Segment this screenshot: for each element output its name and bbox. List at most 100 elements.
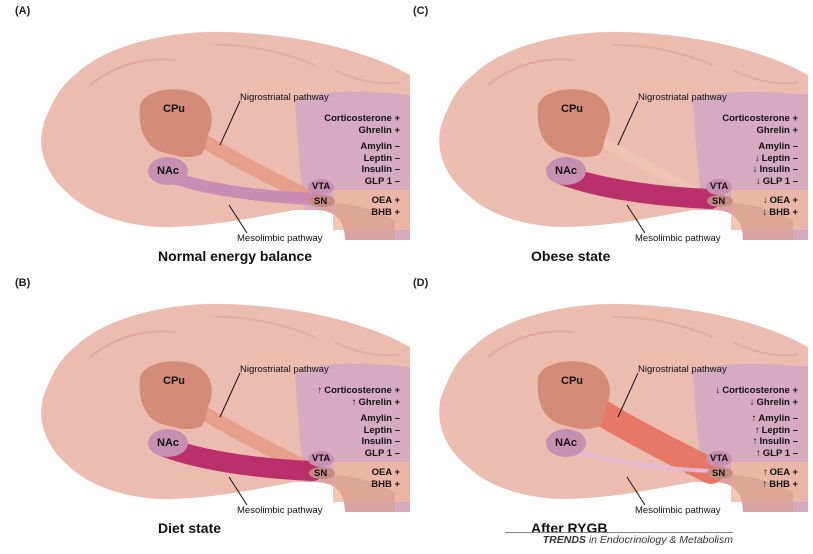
mesolimbic-label: Mesolimbic pathway: [237, 233, 323, 244]
hormone-text: Corticosterone +: [324, 113, 400, 124]
up-arrow-icon: ↑: [317, 385, 323, 396]
up-arrow-icon: ↑: [762, 467, 768, 478]
hormone-text: Leptin –: [363, 152, 400, 164]
sn-region: [309, 467, 335, 479]
hormone-text: Amylin –: [758, 413, 798, 424]
hormone-text: Ghrelin +: [358, 124, 400, 136]
metabolite-list: ↑OEA +↑BHB +: [762, 467, 798, 490]
hormone-text: Insulin –: [361, 164, 400, 175]
sn-label: SN: [712, 468, 726, 479]
brainstem: [713, 203, 793, 240]
sn-label: SN: [712, 196, 726, 207]
hormone-text: Leptin –: [761, 424, 798, 436]
hormone-item: ↑Insulin –: [715, 436, 798, 448]
metabolite-list: ↓OEA +↓BHB +: [762, 195, 798, 218]
metabolite-item: OEA +: [369, 467, 400, 479]
cpu-label: CPu: [561, 375, 583, 387]
nigro-label-line: [219, 372, 241, 418]
metabolite-item: ↓OEA +: [762, 195, 798, 207]
cpu-region: [537, 361, 610, 430]
cpu-region: [139, 89, 212, 158]
cpu-region: [537, 89, 610, 158]
hormone-text: Amylin –: [360, 413, 400, 424]
hormone-text: GLP 1 –: [762, 447, 798, 459]
hormone-item: Insulin –: [322, 164, 400, 176]
nac-label: NAc: [555, 437, 578, 449]
hormone-list: ↓Corticosterone +↓Ghrelin +↑Amylin –↑Lep…: [715, 385, 798, 459]
meso-label-line: [626, 204, 646, 234]
hormone-text: Ghrelin +: [358, 396, 400, 408]
nigrostriatal-label: Nigrostriatal pathway: [240, 92, 329, 103]
nac-region: [546, 429, 586, 457]
brain-contour: [214, 44, 316, 66]
brain-diagram: [41, 303, 410, 512]
hormone-text: Corticosterone +: [722, 113, 798, 124]
hormone-item: ↓Leptin –: [720, 153, 798, 165]
hormone-text: Insulin –: [361, 436, 400, 447]
cpu-label: CPu: [561, 103, 583, 115]
footer-credit: TRENDS in Endocrinology & Metabolism: [542, 534, 733, 546]
vta-region: [706, 451, 732, 467]
vta-label: VTA: [710, 181, 729, 192]
hormone-text: Insulin –: [759, 436, 798, 447]
hormone-item: ↑Corticosterone +: [317, 385, 400, 397]
down-arrow-icon: ↓: [762, 195, 768, 206]
hormone-text: Insulin –: [759, 164, 798, 175]
brain-contour: [89, 330, 176, 358]
panel-label: (C): [413, 5, 429, 17]
brain-contour: [612, 316, 714, 338]
vta-label: VTA: [312, 453, 331, 464]
hormone-item: Leptin –: [317, 425, 400, 437]
down-arrow-icon: ↓: [756, 175, 761, 187]
hormone-item: ↓Corticosterone +: [715, 385, 798, 397]
brain-contour: [612, 44, 714, 66]
brain-contour: [487, 58, 574, 86]
hormone-item: ↓GLP 1 –: [720, 176, 798, 188]
panel-caption: Diet state: [158, 520, 222, 536]
brainstem: [713, 475, 793, 512]
nac-label: NAc: [157, 165, 180, 177]
metabolite-text: BHB +: [371, 478, 400, 490]
sn-label: SN: [314, 468, 328, 479]
up-arrow-icon: ↑: [351, 396, 357, 408]
meso-label-line: [626, 476, 646, 506]
up-arrow-icon: ↑: [756, 447, 761, 459]
down-arrow-icon: ↓: [752, 164, 758, 175]
hormone-text: Ghrelin +: [756, 396, 798, 408]
mesolimbic-label: Mesolimbic pathway: [635, 505, 721, 516]
nigro-label-line: [617, 372, 639, 418]
metabolite-text: BHB +: [769, 478, 798, 490]
hormone-item: ↑GLP 1 –: [715, 448, 798, 460]
brain-diagram: [439, 303, 808, 512]
hormone-text: Corticosterone +: [722, 385, 798, 396]
brain-contour: [732, 341, 799, 357]
hormone-text: GLP 1 –: [364, 175, 400, 187]
sn-region: [309, 195, 335, 207]
metabolite-item: ↑BHB +: [762, 479, 798, 491]
metabolite-list: OEA +BHB +: [369, 195, 400, 218]
mesolimbic-label: Mesolimbic pathway: [237, 505, 323, 516]
vta-region: [706, 179, 732, 195]
hormone-text: Amylin –: [758, 141, 798, 152]
hormone-item: Ghrelin +: [322, 125, 400, 137]
nigrostriatal-label: Nigrostriatal pathway: [638, 364, 727, 375]
hormone-text: GLP 1 –: [762, 175, 798, 187]
cpu-label: CPu: [163, 103, 185, 115]
brain-contour: [334, 341, 401, 357]
brainstem: [315, 203, 395, 240]
hormone-item: Leptin –: [322, 153, 400, 165]
hormone-item: Amylin –: [322, 141, 400, 153]
nigro-label-line: [617, 100, 639, 146]
hormone-item: Insulin –: [317, 436, 400, 448]
hormone-item: GLP 1 –: [322, 176, 400, 188]
panel-label: (B): [15, 277, 31, 289]
up-arrow-icon: ↑: [762, 478, 768, 490]
hormone-text: GLP 1 –: [364, 447, 400, 459]
metabolite-text: OEA +: [371, 195, 400, 206]
brain-diagram: [439, 31, 808, 240]
panel-caption: Obese state: [531, 248, 611, 264]
brain-diagram: [41, 31, 410, 240]
nac-region: [546, 157, 586, 185]
brain-contour: [334, 69, 401, 85]
